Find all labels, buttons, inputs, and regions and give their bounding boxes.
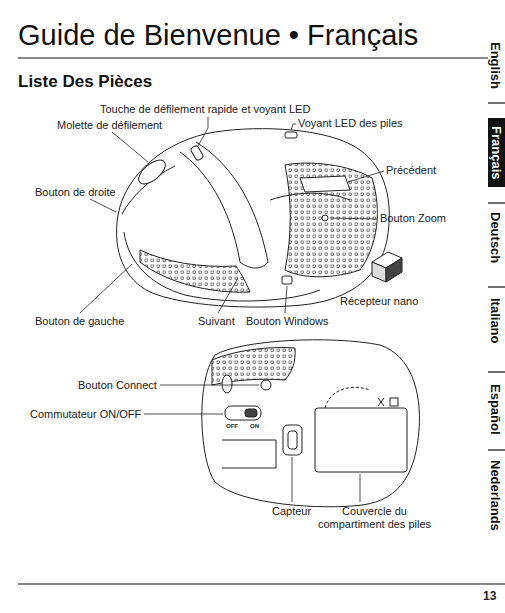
page-number: 13: [483, 590, 496, 603]
part-label: Molette de défilement: [57, 119, 162, 132]
part-label: Bouton Windows: [246, 315, 329, 328]
language-tab: Nederlands: [488, 460, 503, 531]
part-label: Couvercle du compartiment des piles: [312, 505, 437, 531]
part-label: Commutateur ON/OFF: [30, 408, 141, 421]
switch-marking: OFF: [226, 423, 238, 430]
language-tab: Italiano: [488, 298, 503, 344]
rule: [18, 583, 505, 584]
nano-receiver: [372, 252, 402, 282]
section-heading: Liste Des Pièces: [18, 72, 152, 92]
page-title: Guide de Bienvenue • Français: [18, 18, 418, 52]
language-tab: Deutsch: [488, 212, 503, 263]
part-label: Voyant LED des piles: [298, 117, 403, 130]
part-label: Bouton de droite: [35, 186, 116, 199]
tab-separators: [488, 103, 505, 450]
switch-marking: ON: [250, 423, 259, 430]
part-label: Capteur: [272, 505, 311, 518]
language-tab: English: [488, 42, 503, 89]
part-label: Bouton Zoom: [380, 212, 446, 225]
language-tab: Español: [488, 384, 503, 435]
part-label: Bouton de gauche: [35, 315, 124, 328]
mouse-bottom-view: [202, 340, 420, 507]
part-label: Touche de défilement rapide et voyant LE…: [100, 103, 310, 116]
leader-lines: [80, 117, 384, 502]
active-language-tab: Français: [488, 118, 505, 187]
mouse-top-view: [117, 129, 390, 307]
rule: [18, 57, 488, 58]
language-tab-text: Français: [489, 126, 504, 179]
part-label: Suivant: [198, 315, 235, 328]
part-label: Précédent: [386, 164, 436, 177]
part-label: Bouton Connect: [78, 379, 157, 392]
part-label: Récepteur nano: [340, 295, 418, 308]
